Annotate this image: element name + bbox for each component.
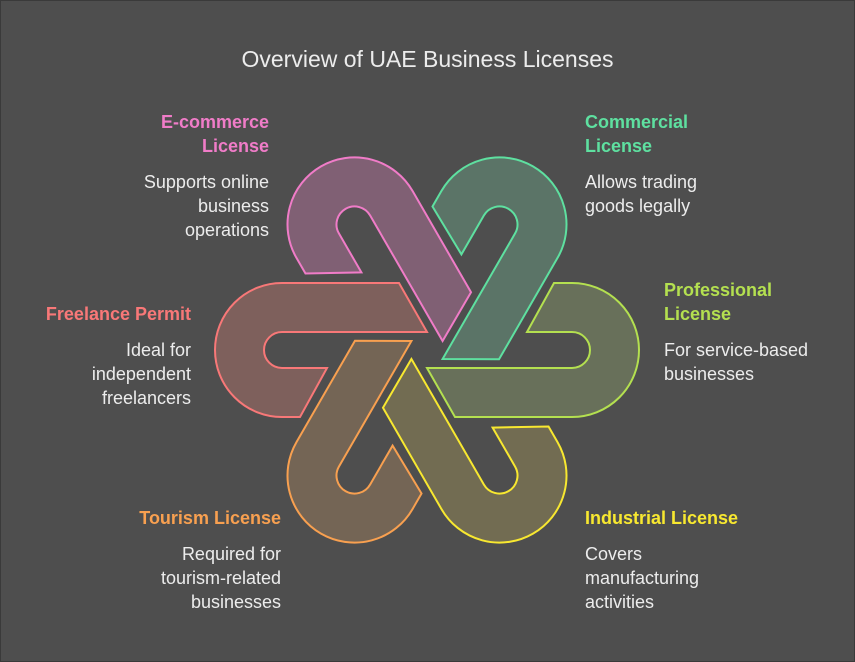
tourism-heading: Tourism License [139,508,281,528]
label-industrial: Industrial License Covers manufacturing … [585,506,785,614]
commercial-heading: Commercial License [585,112,689,156]
freelance-description: Ideal for independent freelancers [91,340,191,408]
industrial-heading: Industrial License [585,508,739,528]
diagram-title: Overview of UAE Business Licenses [241,46,614,72]
professional-description: For service-based businesses [664,340,809,384]
ecommerce-description: Supports online business operations [143,172,269,240]
ecommerce-heading: E-commerce License [160,112,269,156]
label-ecommerce: E-commerce License Supports online busin… [69,110,269,242]
freelance-heading: Freelance Permit [45,304,191,324]
commercial-description: Allows trading goods legally [585,172,698,216]
professional-heading: Professional License [664,280,773,324]
label-freelance: Freelance Permit Ideal for independent f… [0,302,191,410]
label-professional: Professional License For service-based b… [664,278,855,386]
label-commercial: Commercial License Allows trading goods … [585,110,785,218]
industrial-description: Covers manufacturing activities [585,544,700,612]
label-tourism: Tourism License Required for tourism-rel… [81,506,281,614]
tourism-description: Required for tourism-related businesses [160,544,281,612]
